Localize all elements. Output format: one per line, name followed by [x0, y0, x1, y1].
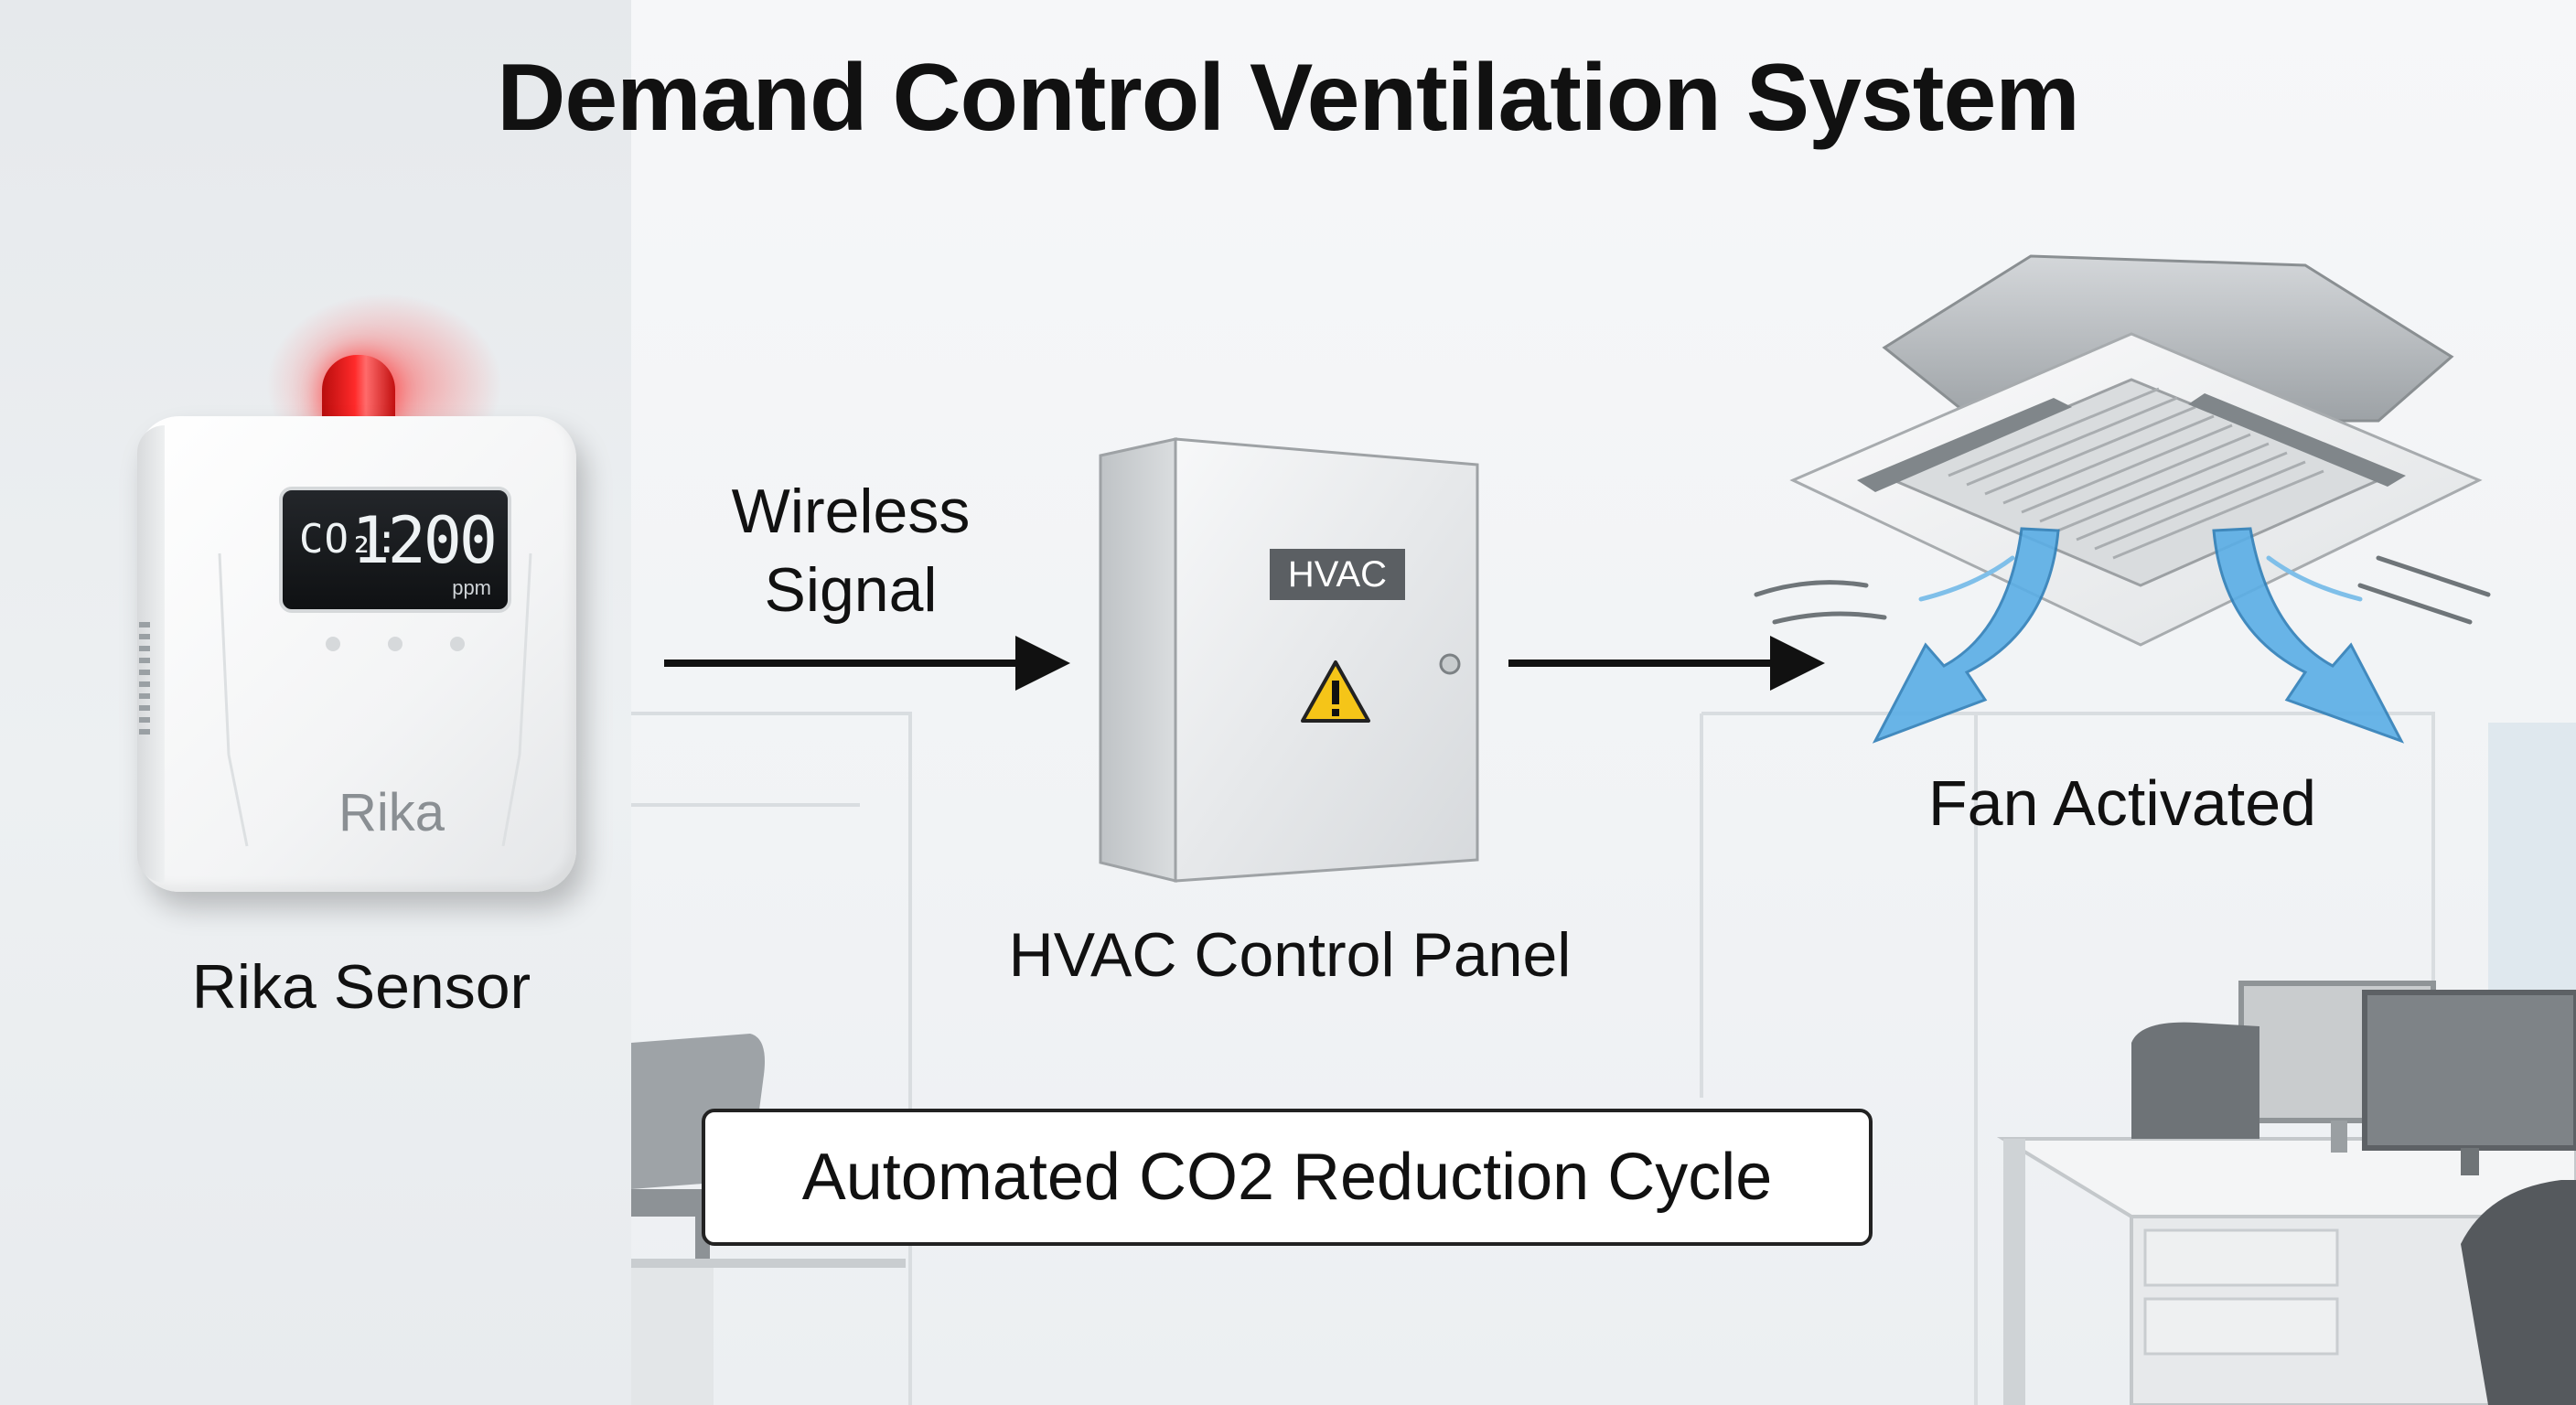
- display-unit: ppm: [452, 576, 491, 599]
- sensor-case-seams: [218, 552, 532, 847]
- ceiling-cassette-fan: [1754, 254, 2491, 647]
- sensor-vent-icon: [139, 622, 150, 741]
- hvac-cabinet: [1099, 437, 1479, 883]
- computer-monitors: [2238, 981, 2576, 1175]
- warning-triangle-icon: [1301, 660, 1370, 723]
- sensor-label: Rika Sensor: [191, 952, 531, 1022]
- indicator-dot: [450, 637, 465, 651]
- sensor-display: CO₂: 1200 ppm: [279, 487, 511, 613]
- hvac-tag: HVAC: [1270, 549, 1405, 600]
- diagram-title: Demand Control Ventilation System: [497, 45, 2080, 151]
- sensor-brand-logo: Rika: [338, 783, 445, 842]
- indicator-dot: [326, 637, 340, 651]
- cycle-caption-box: Automated CO2 Reduction Cycle: [702, 1109, 1873, 1246]
- display-co2-value: 1200: [351, 503, 498, 578]
- signal-label-line2: Signal: [764, 555, 938, 625]
- indicator-dot: [388, 637, 402, 651]
- office-chair-right: [2131, 1022, 2576, 1405]
- alarm-beacon-icon: [322, 355, 395, 426]
- desk-left: [631, 1259, 906, 1405]
- panel-label: HVAC Control Panel: [1008, 920, 1572, 990]
- display-gas-label: CO₂:: [299, 516, 400, 563]
- wireless-signal-arrow-icon: [664, 636, 1070, 691]
- fan-label: Fan Activated: [1927, 767, 2317, 839]
- airflow-arrows-icon: [1872, 527, 2405, 744]
- signal-label-line1: Wireless: [731, 477, 971, 546]
- control-signal-arrow-icon: [1508, 636, 1825, 691]
